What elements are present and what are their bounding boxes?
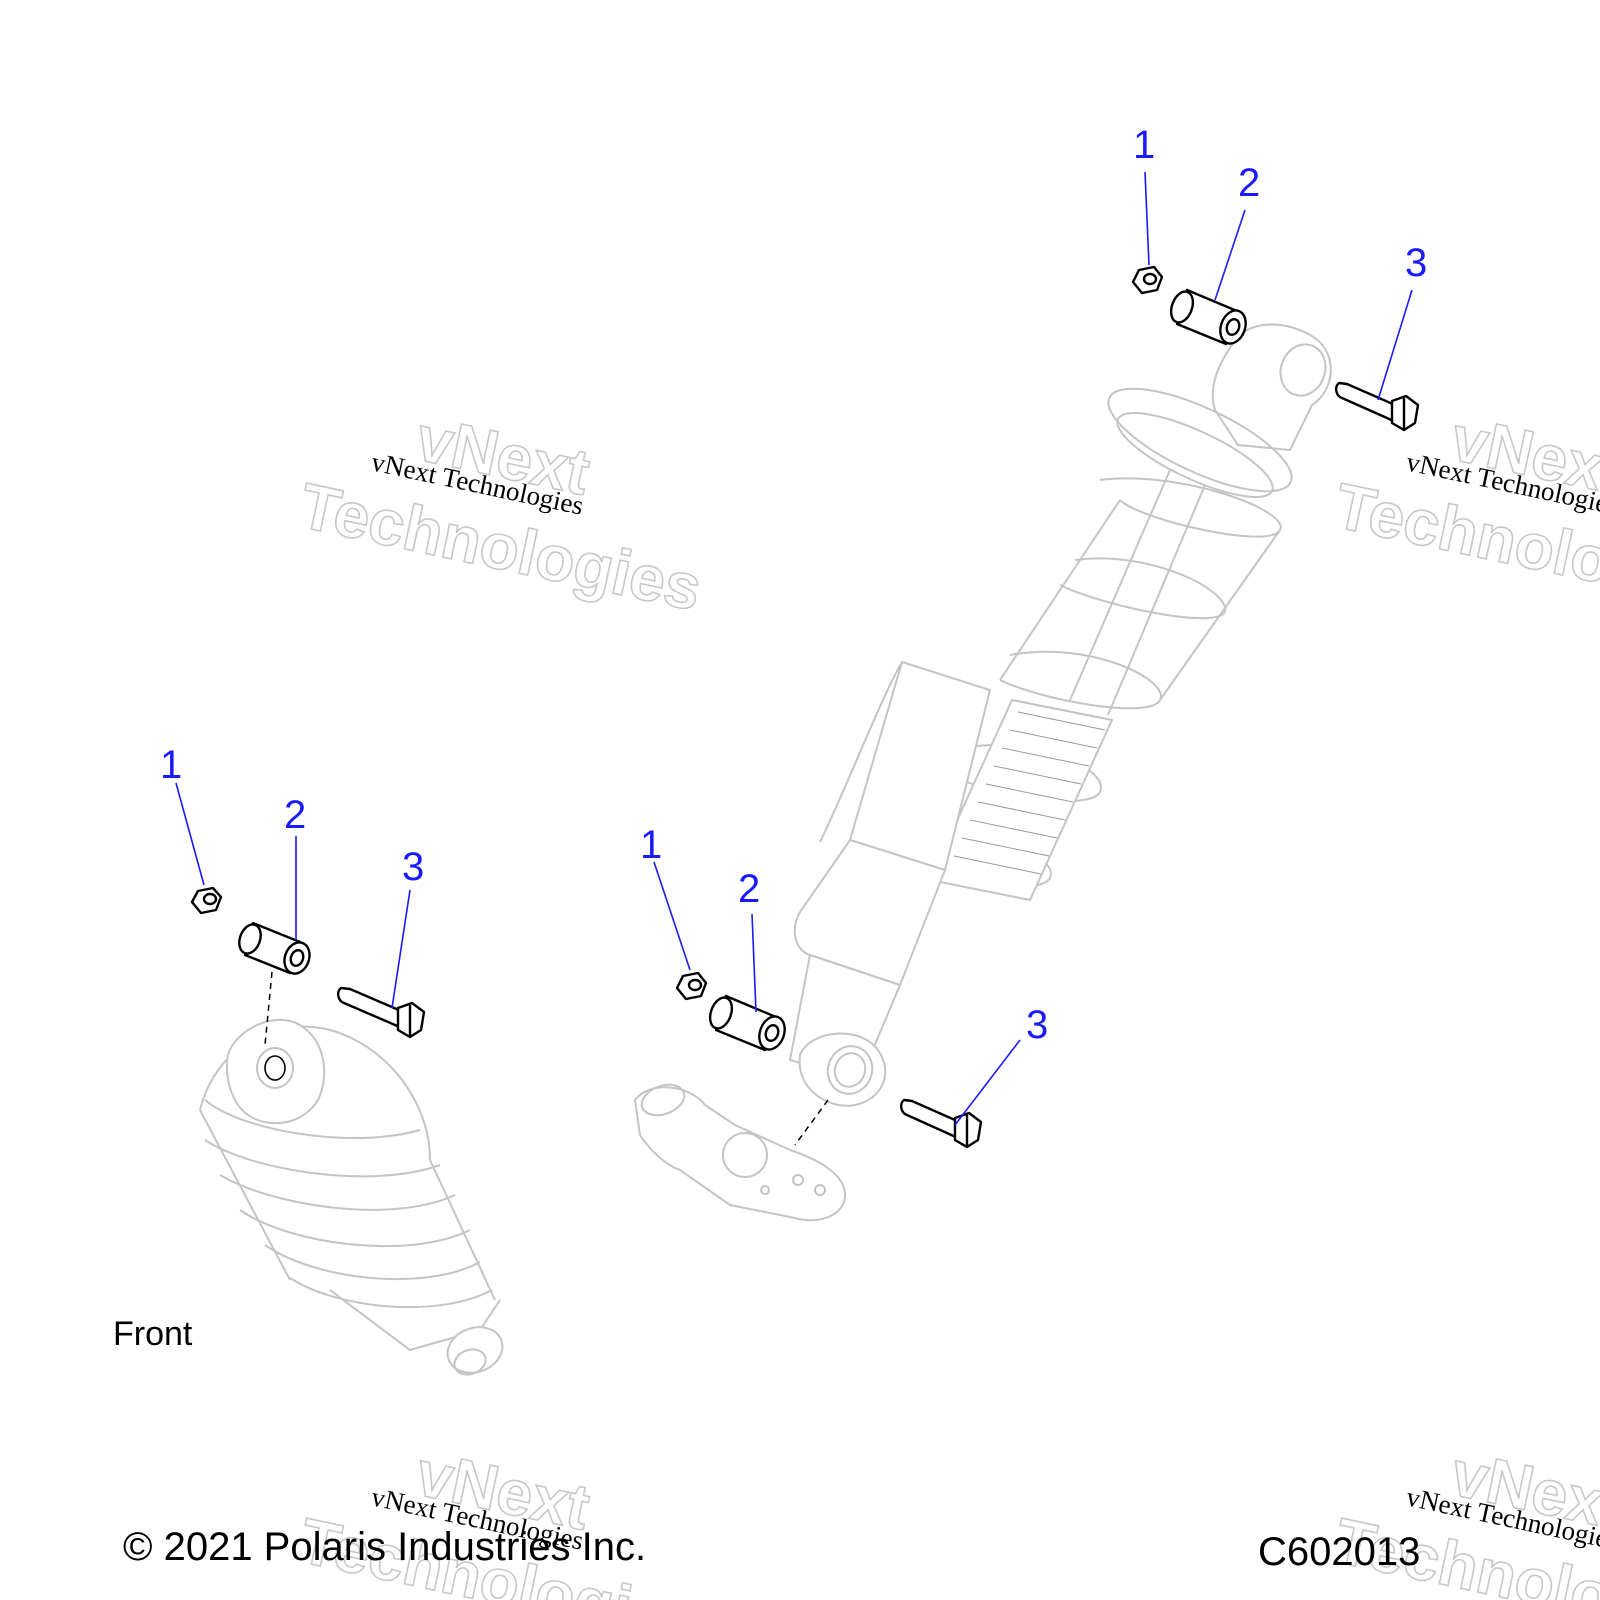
nut-top[interactable] <box>1131 265 1164 295</box>
bushing-left[interactable] <box>235 921 313 977</box>
nut-middle[interactable] <box>675 971 708 1001</box>
leader-line-left-nut <box>175 782 205 886</box>
copyright-label: © 2021 Polaris Industries Inc. <box>123 1525 646 1569</box>
lower-mount-bracket <box>633 1083 847 1222</box>
rear-shock-assembly <box>788 323 1332 1107</box>
leader-line-middle-bushing <box>751 913 757 1013</box>
callout-top-bushing[interactable]: 2 <box>1238 161 1260 205</box>
diagram-code: C602013 <box>1258 1530 1420 1574</box>
front-shock-assembly <box>199 1018 504 1376</box>
front-label: Front <box>113 1315 193 1353</box>
leader-line-top-bushing <box>1214 209 1246 301</box>
alignment-line-middle <box>794 1099 829 1146</box>
callout-left-bolt[interactable]: 3 <box>402 845 424 889</box>
watermark-upper-right: vNext Technologies vNext Technologies <box>1328 401 1600 625</box>
leader-line-middle-nut <box>653 861 691 971</box>
callout-middle-nut[interactable]: 1 <box>640 823 662 867</box>
bolt-top[interactable] <box>1334 381 1420 432</box>
leader-line-top-bolt <box>1377 289 1413 401</box>
left-hardware: 1 2 3 <box>160 743 426 1046</box>
top-hardware: 1 2 3 <box>1131 123 1427 432</box>
bushing-middle[interactable] <box>706 994 789 1054</box>
callout-top-nut[interactable]: 1 <box>1133 123 1155 167</box>
bolt-middle[interactable] <box>899 1098 983 1149</box>
alignment-line-left <box>264 971 273 1046</box>
callout-left-bushing[interactable]: 2 <box>284 793 306 837</box>
callout-middle-bolt[interactable]: 3 <box>1026 1003 1048 1047</box>
threaded-body-lines <box>953 711 1106 875</box>
leader-line-left-bolt <box>391 889 411 1009</box>
callout-top-bolt[interactable]: 3 <box>1405 241 1427 285</box>
leader-line-top-nut <box>1144 171 1150 266</box>
watermark-upper-left: vNext Technologies vNext Technologies <box>293 401 708 625</box>
middle-hardware: 1 2 3 <box>640 823 1048 1149</box>
bushing-top[interactable] <box>1167 288 1250 348</box>
nut-left[interactable] <box>190 886 223 915</box>
leader-line-middle-bolt <box>954 1039 1021 1126</box>
bolt-left[interactable] <box>336 986 426 1039</box>
callout-middle-bushing[interactable]: 2 <box>738 867 760 911</box>
watermark-lower-left: vNext Technologies vNext Technologies <box>293 1436 708 1600</box>
callout-left-nut[interactable]: 1 <box>160 743 182 787</box>
